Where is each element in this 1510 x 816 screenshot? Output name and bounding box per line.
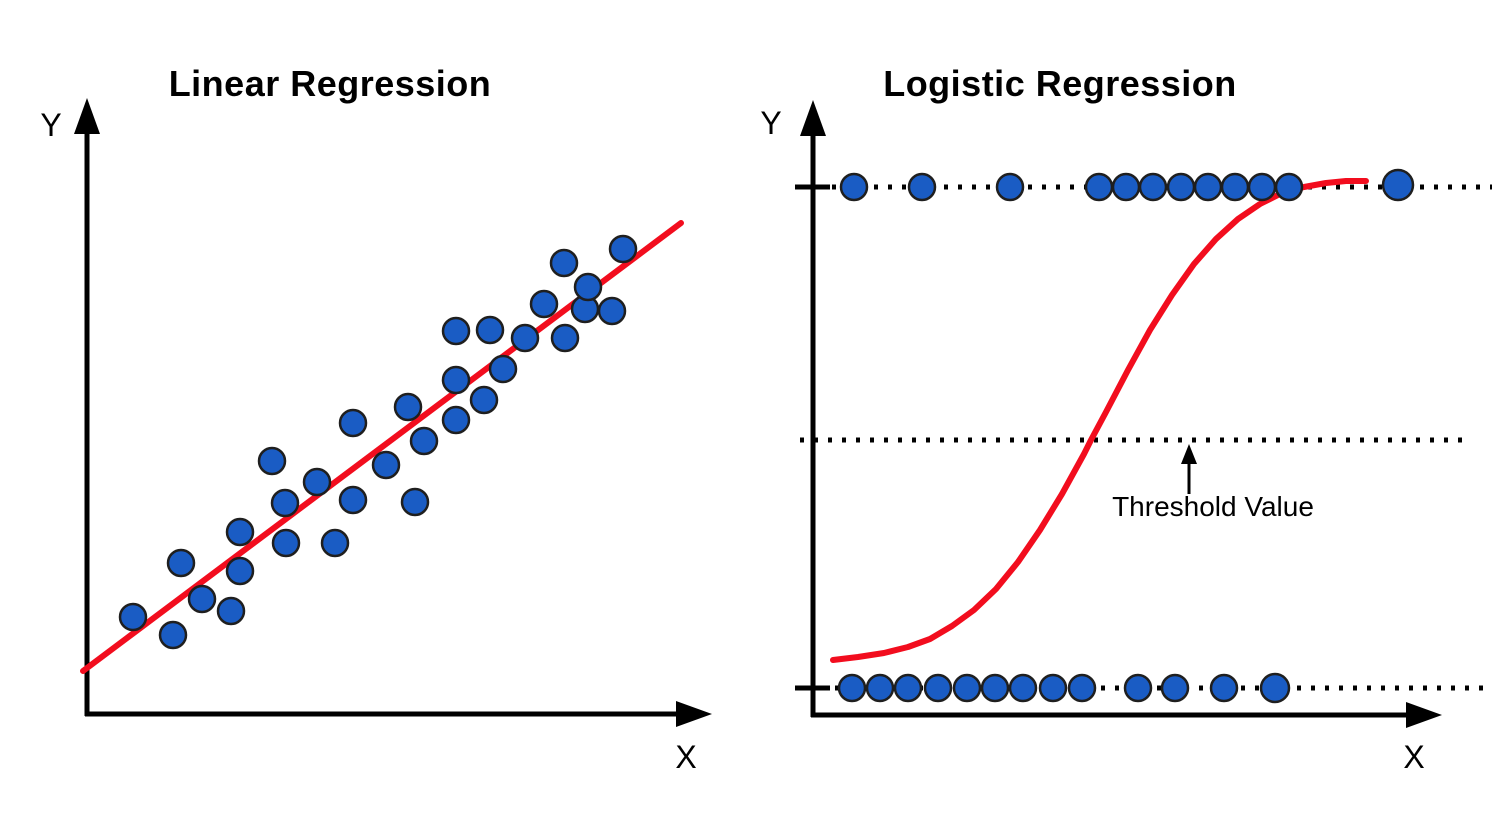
linear-scatter-point — [549, 248, 579, 278]
logistic-scatter-point — [980, 673, 1010, 703]
logistic-scatter-point — [952, 673, 982, 703]
logistic-scatter-point — [923, 673, 953, 703]
logistic-scatter-point — [1274, 172, 1304, 202]
logistic-scatter-point — [1209, 673, 1239, 703]
linear-scatter-point — [225, 556, 255, 586]
linear-scatter-point — [371, 450, 401, 480]
linear-scatter-point — [441, 405, 471, 435]
linear-scatter-point — [441, 365, 471, 395]
linear-scatter-point — [187, 584, 217, 614]
linear-scatter-point — [393, 392, 423, 422]
linear-scatter-point — [475, 315, 505, 345]
logistic-x-axis-label: X — [1403, 739, 1425, 775]
logistic-scatter-point — [907, 172, 937, 202]
logistic-scatter-point — [1193, 172, 1223, 202]
logistic-scatter-point — [865, 673, 895, 703]
logistic-scatter-point — [1381, 168, 1415, 202]
logistic-scatter-point — [1038, 673, 1068, 703]
linear-scatter-point — [216, 596, 246, 626]
logistic-scatter-point — [1111, 172, 1141, 202]
logistic-scatter-point — [1220, 172, 1250, 202]
logistic-scatter-point — [1084, 172, 1114, 202]
logistic-scatter-point — [995, 172, 1025, 202]
threshold-arrowhead — [1181, 444, 1197, 464]
logistic-y-axis-arrowhead — [800, 100, 826, 136]
linear-scatter-point — [550, 323, 580, 353]
logistic-x-axis-arrowhead — [1406, 702, 1442, 728]
linear-scatter-point — [257, 446, 287, 476]
logistic-y-axis-label: Y — [760, 105, 782, 141]
logistic-scatter-point — [893, 673, 923, 703]
logistic-scatter-point — [1166, 172, 1196, 202]
linear-scatter-point — [270, 488, 300, 518]
linear-scatter-point — [608, 234, 638, 264]
threshold-value-label: Threshold Value — [1112, 491, 1314, 522]
linear-scatter-point — [441, 316, 471, 346]
logistic-scatter-point — [1123, 673, 1153, 703]
logistic-scatter-point — [837, 673, 867, 703]
linear-scatter-point — [409, 426, 439, 456]
linear-y-axis-arrowhead — [74, 98, 100, 134]
linear-scatter-point — [488, 354, 518, 384]
linear-scatter-point — [271, 528, 301, 558]
linear-scatter-point — [158, 620, 188, 650]
linear-scatter-point — [302, 467, 332, 497]
linear-scatter-point — [320, 528, 350, 558]
linear-scatter-point — [338, 485, 368, 515]
linear-scatter-point — [597, 296, 627, 326]
linear-chart-title: Linear Regression — [168, 63, 492, 104]
logistic-chart-title: Logistic Regression — [883, 63, 1237, 104]
logistic-scatter-point — [1138, 172, 1168, 202]
linear-scatter-point — [166, 548, 196, 578]
logistic-scatter-point — [1008, 673, 1038, 703]
linear-y-axis-label: Y — [40, 107, 62, 143]
linear-scatter-point — [529, 289, 559, 319]
logistic-scatter-point — [839, 172, 869, 202]
linear-x-axis-arrowhead — [676, 701, 712, 727]
linear-x-axis-label: X — [675, 739, 697, 775]
linear-scatter-point — [225, 517, 255, 547]
linear-scatter-point — [338, 408, 368, 438]
linear-scatter-point — [118, 602, 148, 632]
linear-scatter-point — [400, 487, 430, 517]
linear-scatter-point — [573, 272, 603, 302]
logistic-scatter-point — [1259, 672, 1291, 704]
linear-scatter-point — [469, 385, 499, 415]
linear-scatter-point — [510, 323, 540, 353]
logistic-scatter-point — [1067, 673, 1097, 703]
logistic-scatter-point — [1160, 673, 1190, 703]
logistic-scatter-point — [1247, 172, 1277, 202]
sigmoid-curve — [830, 178, 1369, 663]
